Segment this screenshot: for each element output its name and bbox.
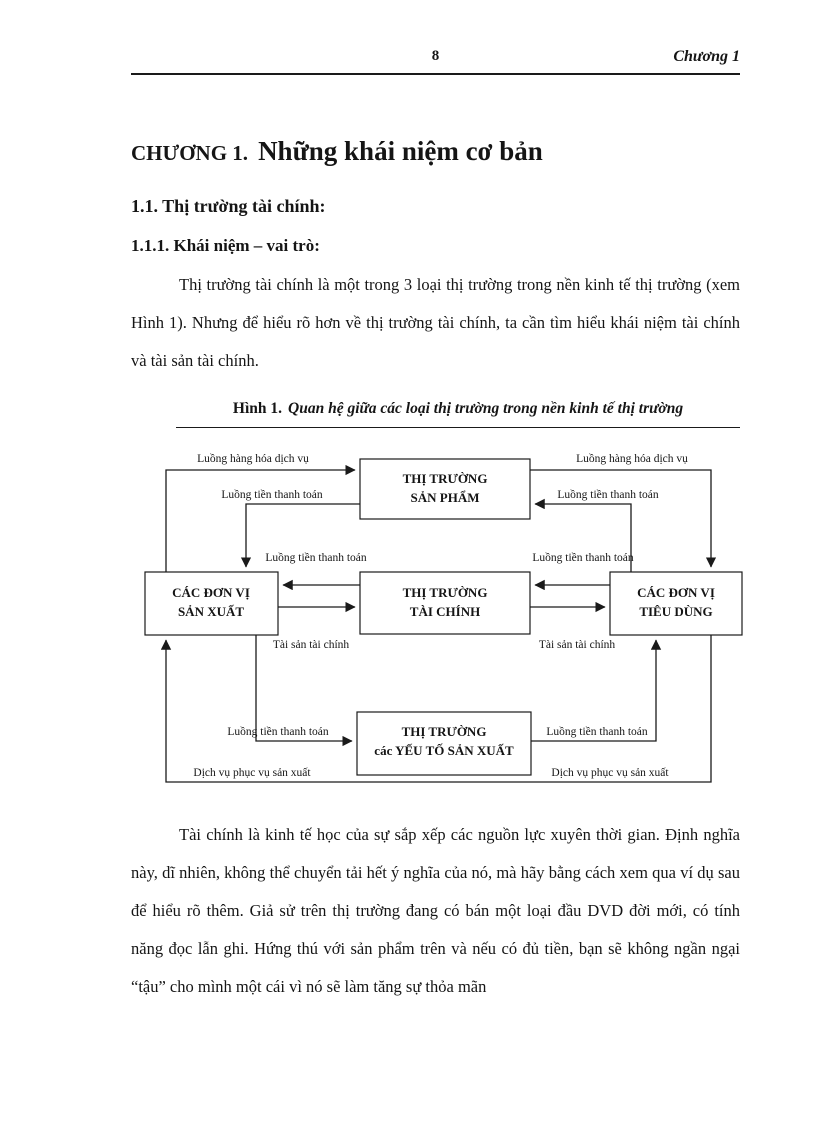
product-market-box: [359, 458, 531, 520]
consumption-units-label-line1: CÁC ĐƠN VỊ: [637, 585, 715, 600]
market-flow-diagram: THỊ TRƯỜNG SẢN PHẨM CÁC ĐƠN VỊ SẢN XUẤT …: [131, 445, 746, 790]
flow-label-top-left-goods: Luồng hàng hóa dịch vụ: [197, 452, 309, 465]
figure-caption: Hình 1. Quan hệ giữa các loại thị trường …: [176, 400, 740, 428]
flow-label-mid-right-assets: Tài sản tài chính: [539, 639, 616, 651]
factor-market-label-line2: các YẾU TỐ SẢN XUẤT: [374, 743, 514, 758]
paragraph-finance-definition: Tài chính là kinh tế học của sự sắp xếp …: [131, 825, 740, 996]
arrow-services-consumption-to-production: [160, 635, 712, 783]
arrow-money-consumption-to-product: [534, 498, 632, 572]
flow-label-bottom-right-money: Luồng tiền thanh toán: [546, 725, 647, 738]
chapter-title-prefix: CHƯƠNG 1.: [131, 141, 249, 165]
flow-label-top-right-money: Luồng tiền thanh toán: [557, 488, 658, 501]
flow-label-top-right-goods: Luồng hàng hóa dịch vụ: [576, 452, 688, 465]
running-chapter-label: Chương 1: [673, 48, 740, 65]
figure-caption-label: Hình 1.: [232, 400, 283, 417]
chapter-title-text: Những khái niệm cơ bản: [258, 136, 543, 166]
paragraph-intro: Thị trường tài chính là một trong 3 loại…: [131, 275, 740, 370]
arrow-money-product-to-production: [240, 503, 360, 568]
flow-label-top-left-money: Luồng tiền thanh toán: [221, 488, 322, 501]
factor-market-label-line1: THỊ TRƯỜNG: [402, 724, 487, 739]
flow-label-bottom-left-services: Dịch vụ phục vụ sản xuất: [193, 766, 311, 779]
arrow-money-production-to-factor: [255, 635, 353, 747]
subsection-heading: 1.1.1. Khái niệm – vai trò:: [131, 236, 320, 255]
page-number: 8: [431, 48, 440, 64]
section-heading: 1.1. Thị trường tài chính:: [131, 196, 326, 216]
chapter-title: CHƯƠNG 1. Những khái niệm cơ bản: [131, 131, 740, 168]
product-market-label-line1: THỊ TRƯỜNG: [403, 471, 488, 486]
arrow-goods-product-to-consumption: [530, 469, 717, 568]
production-units-label-line2: SẢN XUẤT: [178, 604, 244, 619]
flow-label-bottom-left-money: Luồng tiền thanh toán: [227, 725, 328, 738]
market-flow-svg: THỊ TRƯỜNG SẢN PHẨM CÁC ĐƠN VỊ SẢN XUẤT …: [144, 452, 743, 783]
arrow-money-factor-to-consumption: [531, 639, 662, 742]
flow-label-bottom-right-services: Dịch vụ phục vụ sản xuất: [551, 766, 669, 779]
financial-market-label-line1: THỊ TRƯỜNG: [403, 585, 488, 600]
flow-label-mid-right-money: Luồng tiền thanh toán: [532, 551, 633, 564]
arrow-goods-production-to-product: [165, 464, 356, 572]
flow-label-mid-left-assets: Tài sản tài chính: [273, 639, 350, 651]
consumption-units-label-line2: TIÊU DÙNG: [639, 604, 712, 619]
figure-caption-text: Quan hệ giữa các loại thị trường trong n…: [288, 400, 684, 417]
flow-label-mid-left-money: Luồng tiền thanh toán: [265, 551, 366, 564]
page-header: 8 Chương 1: [131, 48, 740, 75]
production-units-label-line1: CÁC ĐƠN VỊ: [172, 585, 250, 600]
production-units-box: [144, 571, 279, 636]
financial-market-box: [359, 571, 531, 635]
factor-market-box: [356, 711, 532, 776]
consumption-units-box: [609, 571, 743, 636]
product-market-label-line2: SẢN PHẨM: [411, 490, 480, 505]
financial-market-label-line2: TÀI CHÍNH: [410, 604, 480, 619]
